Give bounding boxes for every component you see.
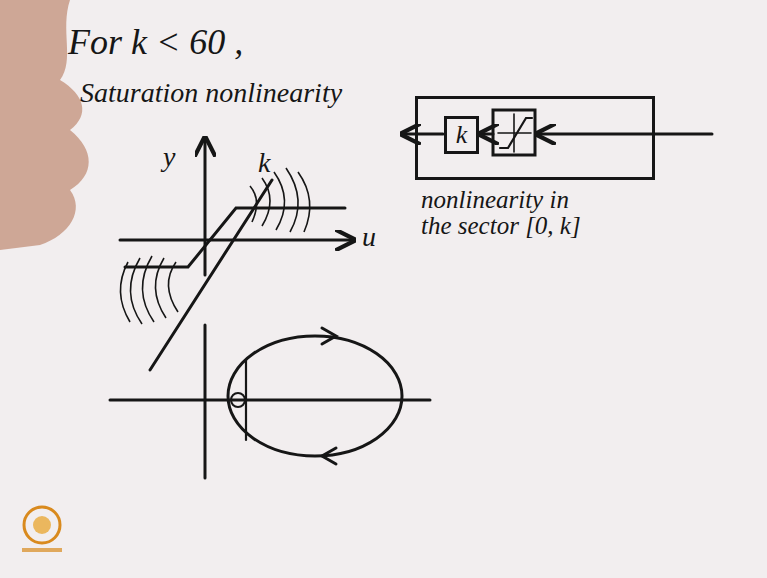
direction-arrow: [322, 448, 336, 464]
sector-hatching: [120, 168, 309, 324]
gain-block: k: [444, 116, 479, 154]
system-box: nonlinearity in the sector [0, k]k: [415, 96, 655, 180]
critical-point: [231, 393, 245, 407]
plot-title: Saturation nonlinearity: [80, 78, 342, 107]
condition-note: For k < 60 ,: [68, 24, 243, 62]
u-axis: [120, 239, 352, 242]
saturation-curve: [125, 208, 345, 267]
logo: [22, 507, 62, 552]
inner-arrow: [482, 133, 493, 136]
slope-label: k: [258, 148, 270, 177]
output-arrow: [404, 133, 443, 136]
y-axis: [204, 140, 207, 275]
saturation-block: [493, 110, 535, 155]
direction-arrow: [322, 328, 336, 344]
axis-label: y: [163, 142, 175, 171]
nyquist-curve: [228, 336, 402, 456]
box-caption: nonlinearity in the sector [0, k]: [421, 187, 599, 240]
axis-mark: [498, 132, 531, 134]
block-label: k: [456, 121, 468, 148]
input-arrow: [539, 133, 712, 136]
axis-label: u: [362, 222, 376, 251]
real-axis: [110, 399, 430, 402]
